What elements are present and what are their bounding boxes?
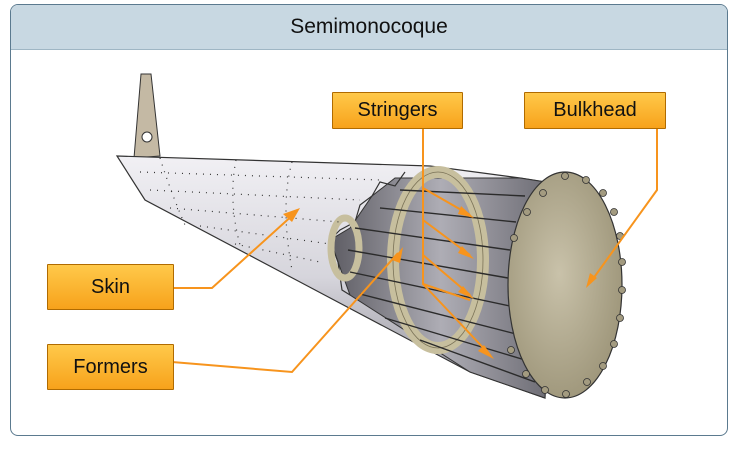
bulkhead-rivets xyxy=(507,172,626,398)
formers-callout: Formers xyxy=(47,344,174,390)
bulkhead-callout: Bulkhead xyxy=(524,92,666,129)
stringers-label: Stringers xyxy=(357,99,438,121)
leader-lines xyxy=(171,127,658,374)
leader-arrowheads xyxy=(283,206,597,359)
tail-fin xyxy=(133,73,161,159)
bulkhead-disk xyxy=(507,171,623,399)
skin-callout: Skin xyxy=(47,264,174,310)
tail-fin-hole xyxy=(141,131,153,143)
bulkhead-label: Bulkhead xyxy=(553,99,637,121)
skin-label: Skin xyxy=(91,275,130,298)
stringers xyxy=(347,189,536,383)
stringers-callout: Stringers xyxy=(332,92,463,129)
former-ring-2 xyxy=(327,214,363,282)
skin-rivets xyxy=(139,157,381,271)
diagram-title: Semimonocoque xyxy=(290,15,448,38)
title-bar: Semimonocoque xyxy=(11,5,727,50)
formers-label: Formers xyxy=(73,355,148,378)
